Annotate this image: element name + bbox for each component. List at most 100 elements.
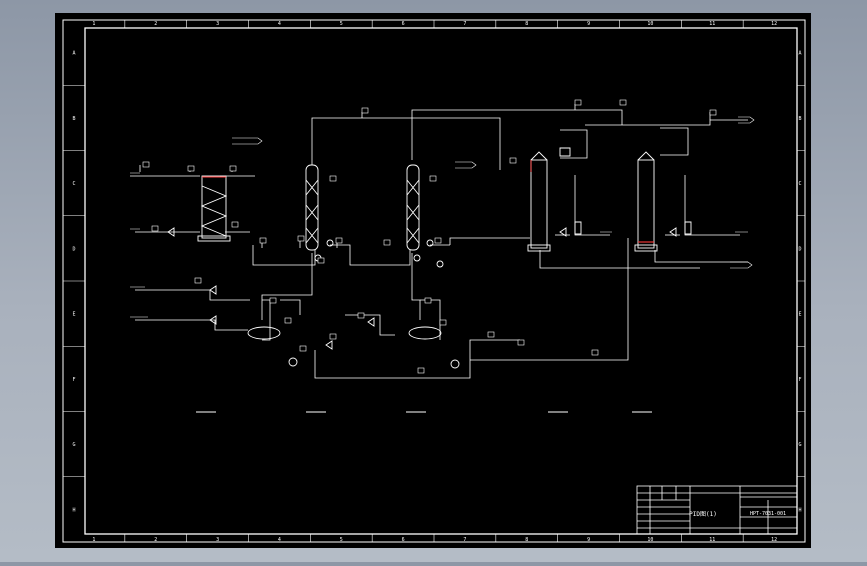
- row-label: G: [798, 442, 801, 448]
- line-strip-2: [684, 175, 740, 236]
- line-col2-feed: [330, 244, 411, 266]
- instrument-tag: [231, 221, 239, 228]
- line-recycle-1: [560, 129, 588, 159]
- instrument-tag: [269, 297, 277, 304]
- reactor-2: [637, 159, 655, 249]
- row-label: C: [72, 181, 75, 187]
- drawing-number: HPT-7031-001: [750, 511, 786, 517]
- reactor-2-base: [634, 244, 658, 252]
- instrument-tag: [509, 157, 517, 164]
- line-col1-down: [261, 253, 313, 320]
- instrument-tag: [591, 349, 599, 356]
- instrument-tag: [284, 317, 292, 324]
- column-label: 12: [771, 537, 777, 543]
- column-label: 8: [525, 21, 528, 27]
- row-label: F: [798, 377, 801, 383]
- row-label: G: [72, 442, 75, 448]
- exchanger-3: [436, 260, 444, 268]
- instrument-tag: [329, 333, 337, 340]
- small-vessels: [559, 147, 692, 235]
- instrument-tag: [335, 237, 343, 244]
- instrument-tag: [417, 367, 425, 374]
- row-label: H: [798, 507, 801, 513]
- instrument-tag: [329, 175, 337, 182]
- column-label: 7: [463, 537, 466, 543]
- column-label: 9: [587, 21, 590, 27]
- drawing-sheet: [55, 13, 811, 548]
- instrument-tag: [357, 312, 365, 319]
- instrument-tag: [487, 331, 495, 338]
- column-label: 2: [154, 537, 157, 543]
- instrument-tag: [434, 237, 442, 244]
- column-label: 8: [525, 537, 528, 543]
- column-2: [406, 164, 420, 251]
- instrument-tag: [361, 107, 369, 114]
- line-top-header: [311, 117, 501, 170]
- control-valves: [167, 227, 677, 350]
- instrument-tag: [383, 239, 391, 246]
- pump-4: [326, 239, 334, 247]
- line-terminators: [130, 116, 755, 318]
- line-feed-e1: [135, 289, 250, 301]
- column-label: 11: [709, 21, 715, 27]
- row-label: E: [72, 312, 75, 318]
- column-label: 1: [92, 537, 95, 543]
- column-label: 12: [771, 21, 777, 27]
- column-label: 2: [154, 21, 157, 27]
- reactor-1-base: [527, 244, 551, 252]
- instrument-tag: [517, 339, 525, 346]
- drawing-title: PID图(1): [689, 511, 717, 518]
- instrument-tag: [574, 99, 582, 106]
- instrument-tag: [317, 257, 325, 264]
- column-1: [305, 164, 319, 251]
- line-recycle-2: [660, 127, 689, 156]
- drum-1: [247, 326, 281, 340]
- instrument-tag: [424, 297, 432, 304]
- instrument-tag: [439, 319, 447, 326]
- instrument-tag: [259, 237, 267, 244]
- line-col2-down: [411, 253, 421, 320]
- row-label: B: [72, 116, 75, 122]
- row-label: D: [798, 246, 801, 252]
- row-label: A: [72, 51, 75, 57]
- column-label: 5: [340, 21, 343, 27]
- line-top-right: [585, 119, 748, 126]
- line-reb-1b: [280, 299, 301, 315]
- line-top-header-2: [411, 109, 623, 160]
- row-label: A: [798, 51, 801, 57]
- accent-lines: [202, 160, 654, 243]
- column-label: 5: [340, 537, 343, 543]
- column-label: 7: [463, 21, 466, 27]
- line-to-reactor: [449, 237, 530, 245]
- column-2-packing: [406, 179, 420, 244]
- line-right-out: [654, 250, 748, 263]
- fired-heater: [201, 175, 227, 239]
- line-strip-1: [574, 175, 610, 236]
- column-label: 3: [216, 21, 219, 27]
- title-block: [636, 485, 798, 535]
- column-label: 4: [278, 537, 281, 543]
- pump-2: [450, 359, 460, 369]
- line-right-return: [470, 238, 629, 361]
- heater-base: [197, 235, 231, 242]
- column-label: 10: [647, 21, 653, 27]
- drum-2: [408, 326, 442, 340]
- column-label: 3: [216, 537, 219, 543]
- row-label: B: [798, 116, 801, 122]
- column-label: 4: [278, 21, 281, 27]
- row-label: F: [72, 377, 75, 383]
- column-label: 10: [647, 537, 653, 543]
- pump-1: [288, 357, 298, 367]
- pump-3: [426, 239, 434, 247]
- instrument-tag: [229, 165, 237, 172]
- line-right-bottom: [539, 250, 700, 269]
- instrument-tag: [297, 235, 305, 242]
- column-1-packing: [305, 179, 319, 244]
- reactor-1: [530, 159, 548, 249]
- column-label: 6: [402, 21, 405, 27]
- column-label: 11: [709, 537, 715, 543]
- instrument-tag: [142, 161, 150, 168]
